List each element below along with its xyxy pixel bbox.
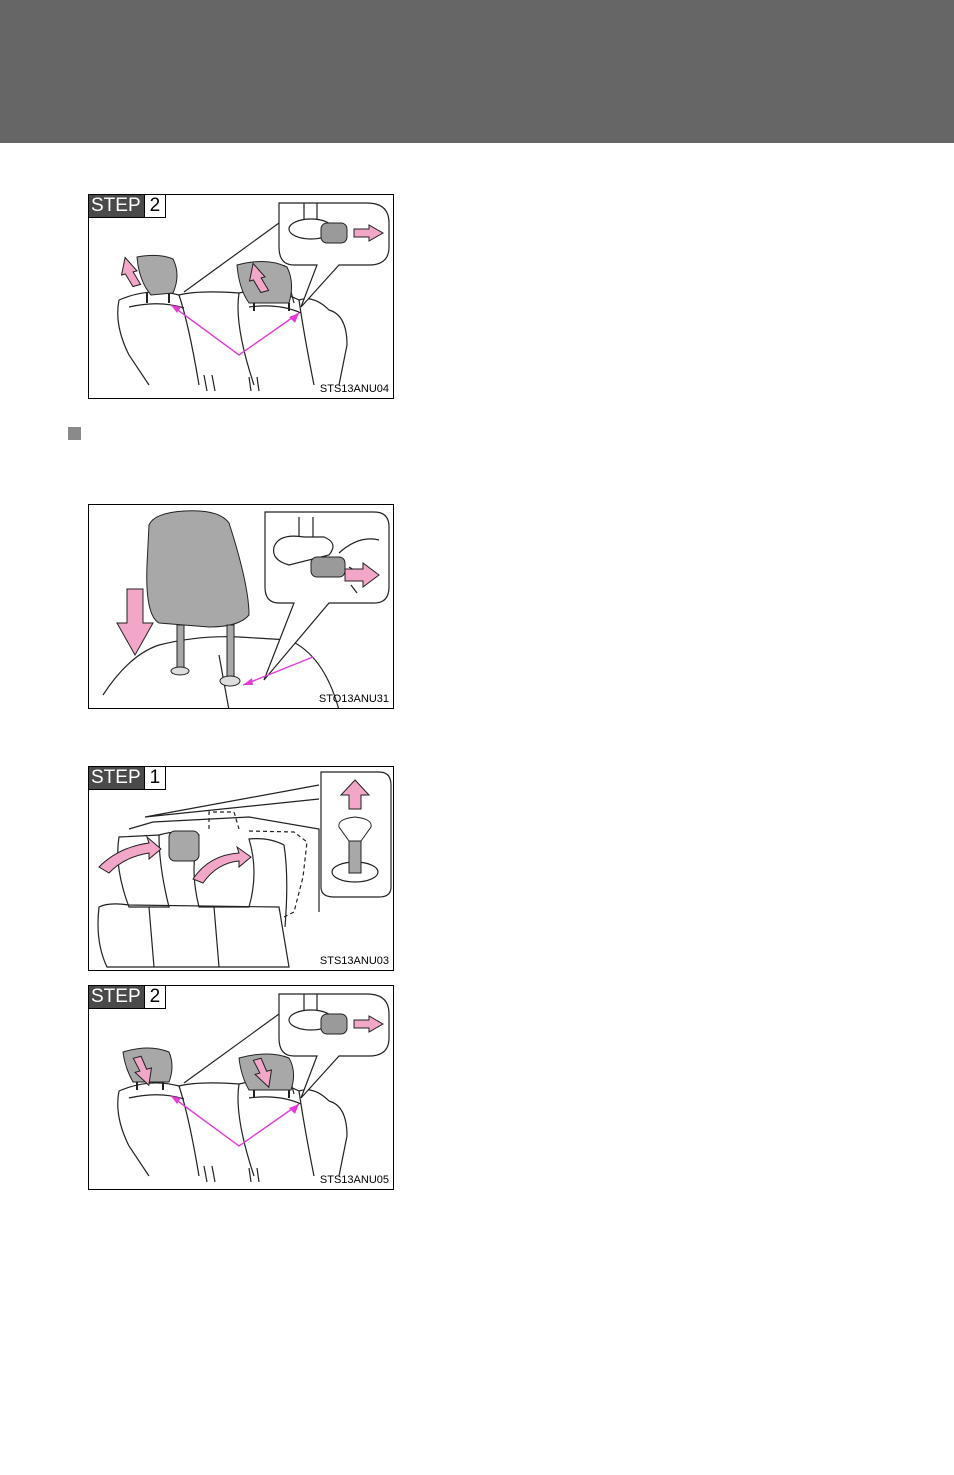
figure-fold-seatback: STEP 1 STS13ANU03 [88,766,394,971]
figure-code: STS13ANU04 [319,383,389,395]
figure-raise-headrests: STEP 2 STS13ANU04 [88,194,394,399]
figure-lower-headrest: STO13ANU31 [88,504,394,709]
step-word: STEP [89,195,144,217]
rear-seat-fold-illustration [97,771,392,968]
section-marker-square [68,427,81,440]
rear-seat-headrests-down-illustration [117,993,390,1183]
step-word: STEP [89,986,144,1008]
step-number: 2 [143,195,166,217]
step-number: 2 [143,986,166,1008]
rear-seat-headrests-up-illustration [117,202,390,392]
step-label: STEP 2 [89,195,167,218]
step-label: STEP 1 [89,767,167,790]
figure-lower-headrests: STEP 2 STS13ANU05 [88,985,394,1190]
figure-code: STO13ANU31 [318,693,389,705]
figure-code: STS13ANU03 [319,955,389,967]
figure-code: STS13ANU05 [319,1174,389,1186]
step-number: 1 [143,767,166,789]
step-label: STEP 2 [89,986,167,1009]
step-word: STEP [89,767,144,789]
page-header-bar [0,0,954,143]
headrest-lower-illustration [102,510,390,708]
